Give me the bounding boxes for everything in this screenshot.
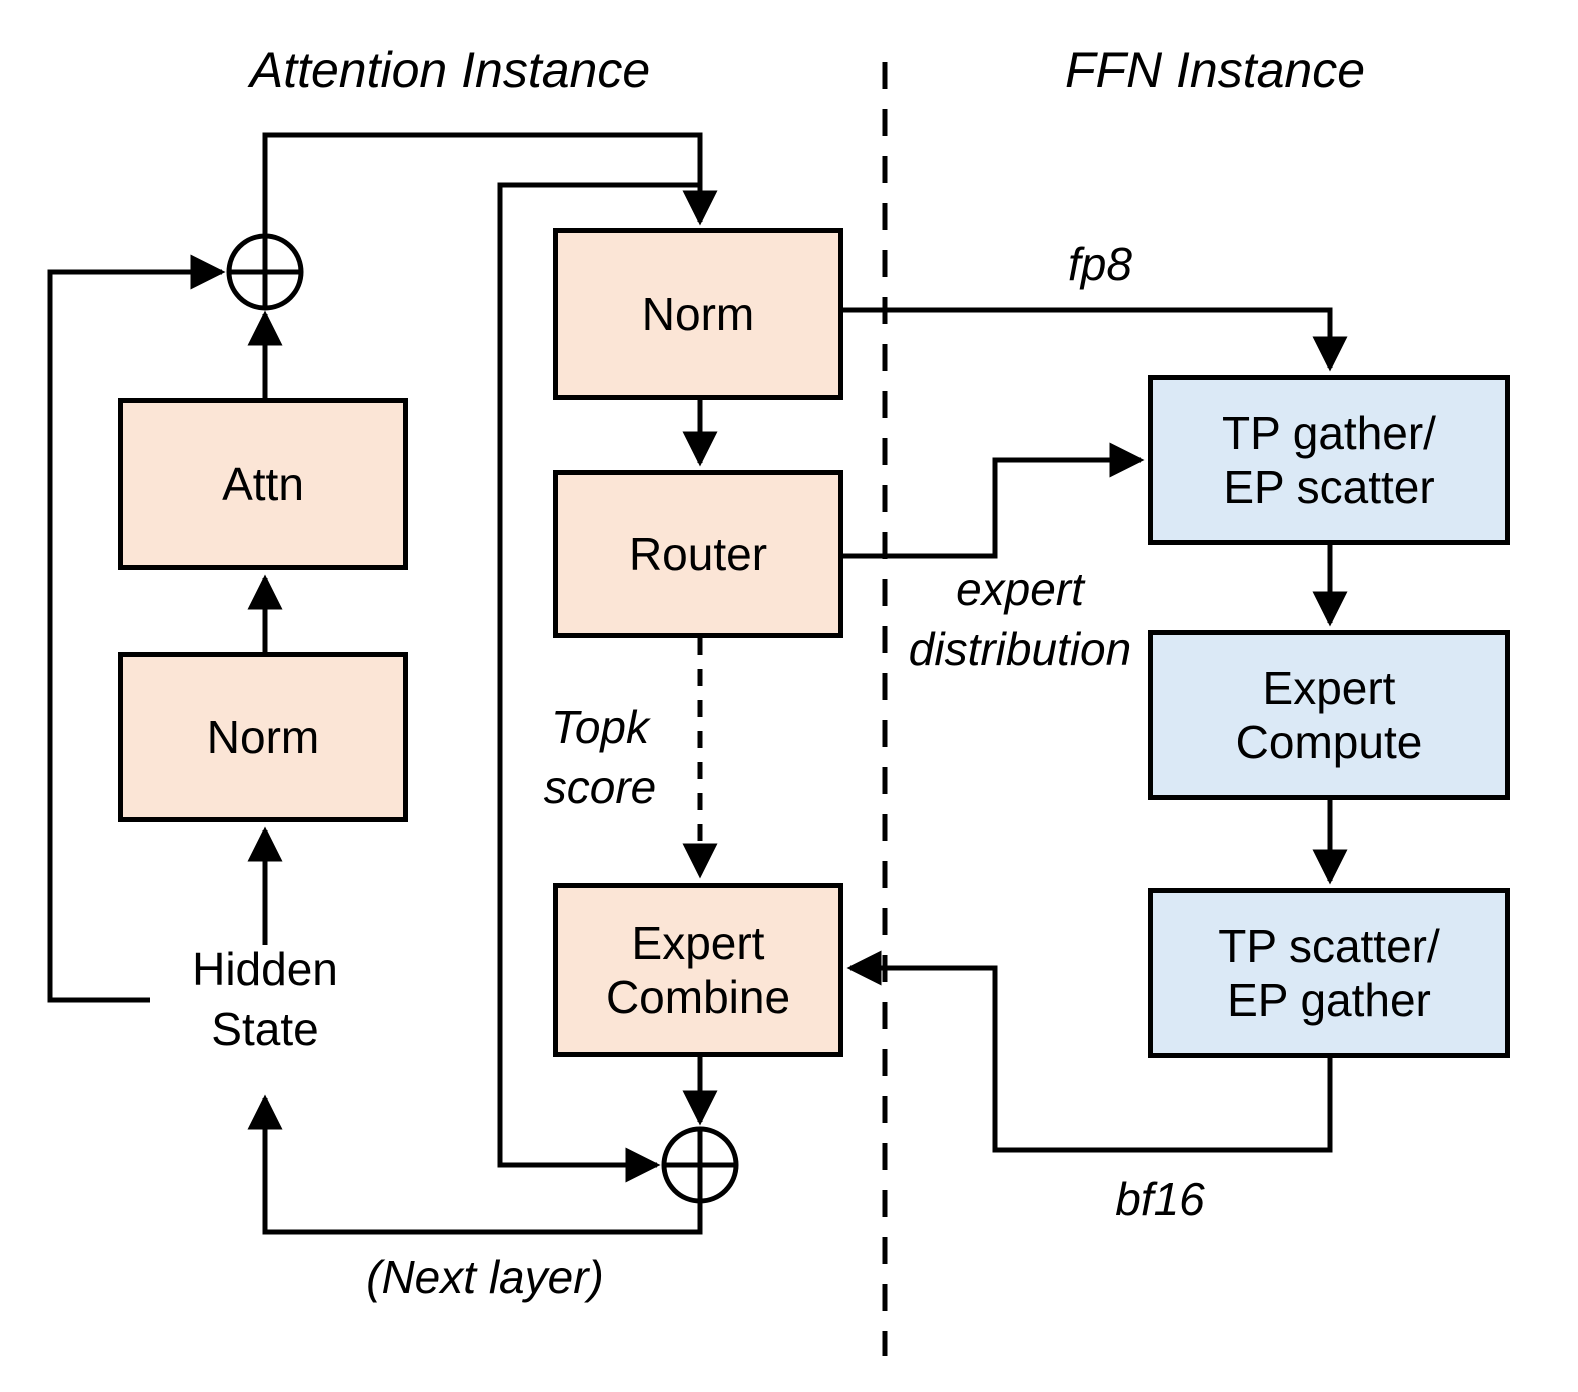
hidden-state-label: Hidden State (192, 943, 338, 1055)
add-node-bottom (661, 1126, 739, 1204)
add-node-top (226, 233, 304, 311)
line-add-top-to-norm2 (262, 132, 718, 236)
expert-compute-block: Expert Compute (1148, 630, 1510, 800)
expert-combine-block: Expert Combine (553, 883, 843, 1057)
fp8-line (843, 307, 1348, 372)
topk-score-label: Topk score (543, 701, 657, 813)
expert-distribution-line (843, 442, 1145, 559)
fp8-label: fp8 (1068, 238, 1132, 290)
tp-gather-ep-scatter-block: TP gather/ EP scatter (1148, 375, 1510, 545)
attn-block: Attn (118, 398, 408, 570)
next-layer-line (247, 1094, 703, 1235)
attention-instance-title: Attention Instance (249, 42, 651, 98)
tp-scatter-ep-gather-block: TP scatter/ EP gather (1148, 888, 1510, 1058)
ffn-instance-title: FFN Instance (1064, 42, 1366, 98)
norm-block-bottom: Norm (118, 652, 408, 822)
residual-attention-line (47, 254, 226, 1003)
residual-ffn-line (497, 182, 700, 1183)
expert-distribution-label: expert distribution (908, 563, 1132, 675)
next-layer-label: (Next layer) (366, 1251, 604, 1303)
router-block: Router (553, 470, 843, 638)
bf16-label: bf16 (1115, 1173, 1205, 1225)
bf16-line (846, 950, 1333, 1153)
norm-block-top: Norm (553, 228, 843, 400)
